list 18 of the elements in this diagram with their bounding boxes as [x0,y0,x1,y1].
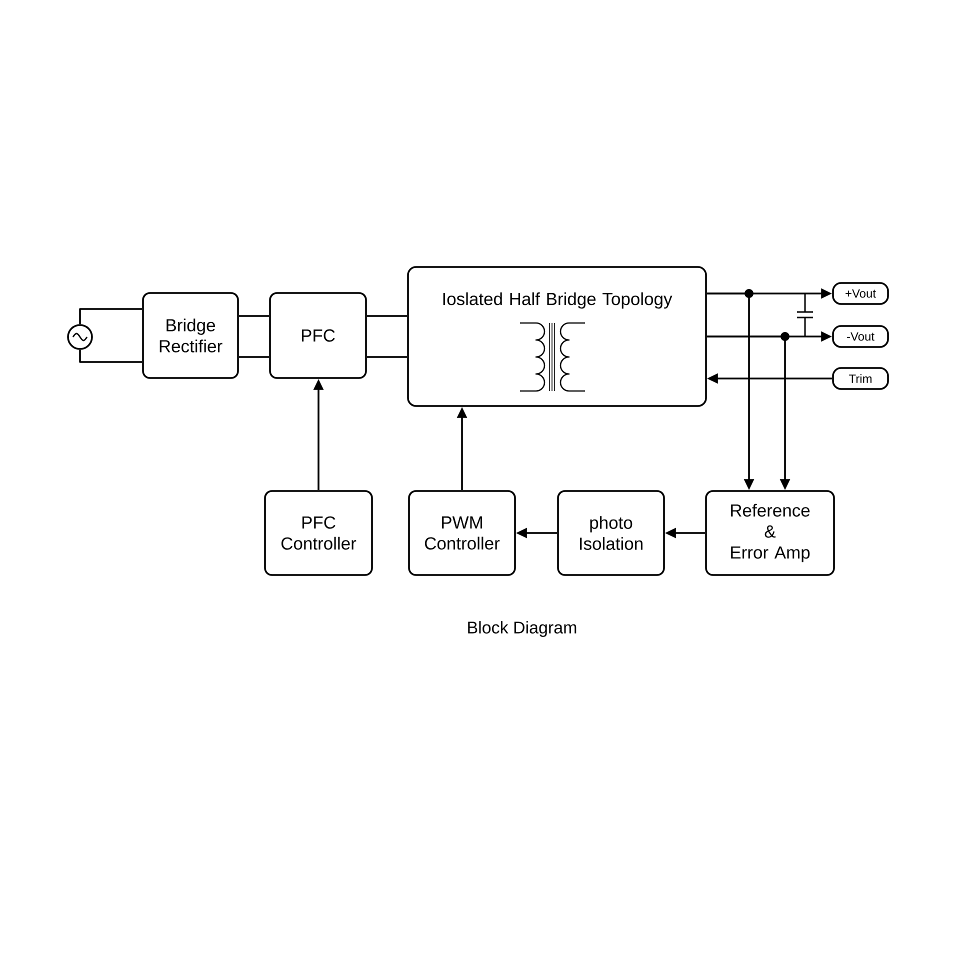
process-box: Bridge Rectifier [142,292,239,379]
connector-line [366,356,408,358]
connector-line [79,350,142,363]
process-box: photo Isolation [557,490,665,576]
terminal-label: +Vout [832,282,889,305]
ac-source-symbol [67,324,93,350]
connector-line [238,315,270,317]
terminal-label: Trim [832,367,889,390]
connector-line [366,315,408,317]
topology-block: Ioslated Half Bridge Topology [407,266,707,407]
process-box: PFC [269,292,367,379]
process-box: Reference & Error Amp [705,490,835,576]
connector-line [79,308,142,324]
connector-line [238,356,270,358]
terminal-label: -Vout [832,325,889,348]
process-box: PFC Controller [264,490,373,576]
caption: Block Diagram [468,621,576,637]
process-box: PWM Controller [408,490,516,576]
